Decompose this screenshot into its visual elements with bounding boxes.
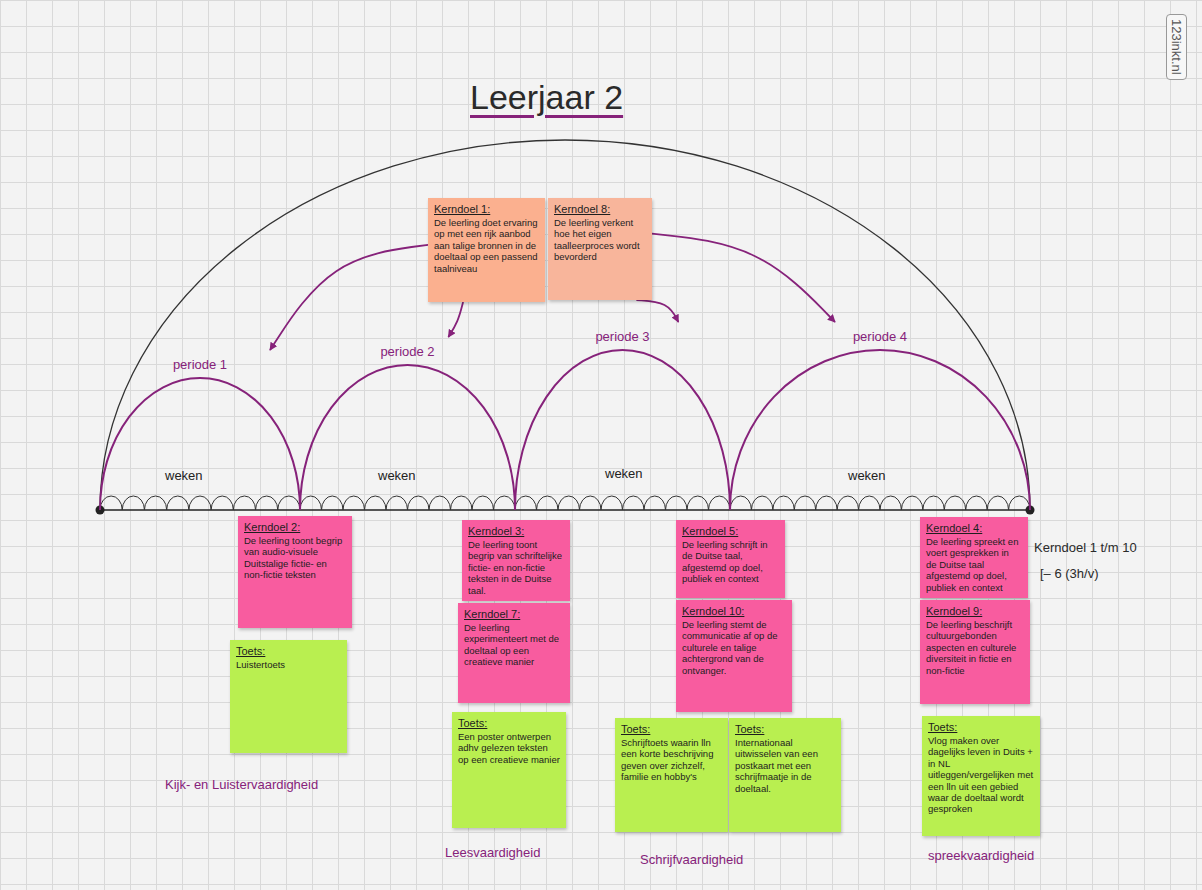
toets-note: Toets: Schrijftoets waarin lln een korte … <box>615 718 728 832</box>
note-body: De leerling spreekt en voert gesprekken … <box>926 536 1022 593</box>
watermark: 123inkt.nl <box>1166 14 1187 80</box>
period-arc: periode 2 <box>300 337 515 510</box>
curved-arrow <box>270 245 428 350</box>
week-label: weken <box>605 466 643 481</box>
note-heading: Kerndoel 3: <box>468 525 564 537</box>
note-body: De leerling experimenteert met de doelta… <box>464 622 564 668</box>
period-label: periode 4 <box>730 322 1030 344</box>
kerndoel-note: Kerndoel 4: De leerling spreekt en voert … <box>920 517 1028 598</box>
period-arc-shape <box>300 337 515 510</box>
kerndoel-note: Kerndoel 3: De leerling toont begrip van … <box>462 520 570 601</box>
diagram-title: Leerjaar 2 <box>470 78 623 117</box>
note-heading: Kerndoel 4: <box>926 522 1022 534</box>
note-heading: Kerndoel 5: <box>682 525 779 537</box>
note-heading: Kerndoel 8: <box>554 203 646 215</box>
note-body: De leerling toont begrip van audio-visue… <box>244 535 346 581</box>
curved-arrow <box>448 302 463 337</box>
note-body: Schrijftoets waarin lln een korte beschr… <box>621 737 722 783</box>
period-arc: periode 1 <box>100 350 300 510</box>
toets-note: Toets: Vlog maken over dagelijks leven in… <box>922 716 1040 836</box>
note-heading: Toets: <box>458 717 560 729</box>
period-label: periode 3 <box>515 322 730 344</box>
week-arc <box>100 496 1030 510</box>
week-label: weken <box>378 468 416 483</box>
period-arc-line <box>730 350 1030 510</box>
note-heading: Toets: <box>735 723 835 735</box>
note-body: Luistertoets <box>236 659 341 670</box>
kerndoel-note: Kerndoel 5: De leerling schrijft in de Du… <box>676 520 785 598</box>
note-body: De leerling schrijft in de Duitse taal, … <box>682 539 779 585</box>
period-arc-line <box>100 378 300 510</box>
note-heading: Kerndoel 9: <box>926 605 1024 617</box>
kerndoel-note: Kerndoel 8: De leerling verkent hoe het e… <box>548 198 652 300</box>
week-label: weken <box>165 468 203 483</box>
year-arc <box>100 140 1030 510</box>
period-label: periode 1 <box>100 350 300 372</box>
kerndoel-note: Kerndoel 7: De leerling experimenteert me… <box>458 603 570 703</box>
note-label: [– 6 (3h/v) <box>1040 566 1099 581</box>
toets-note: Toets: Luistertoets <box>230 640 347 753</box>
time-axis <box>100 509 1030 511</box>
skill-label: Schrijfvaardigheid <box>640 852 743 867</box>
note-body: Een poster ontwerpen adhv gelezen tekste… <box>458 731 560 765</box>
note-label: Kerndoel 1 t/m 10 <box>1034 540 1137 555</box>
note-body: Vlog maken over dagelijks leven in Duits… <box>928 735 1034 815</box>
week-bumps <box>100 496 1030 510</box>
period-arc-shape <box>515 322 730 510</box>
note-heading: Kerndoel 1: <box>434 203 539 215</box>
toets-note: Toets: Internationaal uitwisselen van een… <box>729 718 841 832</box>
note-body: De leerling toont begrip van schriftelij… <box>468 539 564 596</box>
note-heading: Kerndoel 2: <box>244 521 346 533</box>
note-body: De leerling doet ervaring op met een rij… <box>434 217 539 274</box>
period-arc-line <box>300 365 515 510</box>
note-body: De leerling verkent hoe het eigen taalle… <box>554 217 646 263</box>
skill-label: Kijk- en Luistervaardigheid <box>165 777 318 792</box>
note-body: De leerling beschrijft cultuurgebonden a… <box>926 619 1024 676</box>
note-heading: Toets: <box>621 723 722 735</box>
curved-arrow <box>652 234 835 322</box>
kerndoel-note: Kerndoel 9: De leerling beschrijft cultuu… <box>920 600 1030 704</box>
note-heading: Kerndoel 10: <box>682 605 786 617</box>
note-heading: Toets: <box>236 645 341 657</box>
period-label: periode 2 <box>300 337 515 359</box>
period-arc: periode 3 <box>515 322 730 510</box>
kerndoel-note: Kerndoel 10: De leerling stemt de communi… <box>676 600 792 712</box>
period-arc-shape <box>100 350 300 510</box>
curved-arrow <box>636 300 678 322</box>
skill-label: Leesvaardigheid <box>445 845 540 860</box>
kerndoel-note: Kerndoel 2: De leerling toont begrip van … <box>238 516 352 628</box>
note-body: De leerling stemt de communicatie af op … <box>682 619 786 676</box>
note-body: Internationaal uitwisselen van een postk… <box>735 737 835 794</box>
period-arc-line <box>515 350 730 510</box>
note-heading: Toets: <box>928 721 1034 733</box>
toets-note: Toets: Een poster ontwerpen adhv gelezen … <box>452 712 566 828</box>
week-label: weken <box>848 468 886 483</box>
skill-label: spreekvaardigheid <box>928 848 1034 863</box>
kerndoel-note: Kerndoel 1: De leerling doet ervaring op … <box>428 198 545 302</box>
note-heading: Kerndoel 7: <box>464 608 564 620</box>
